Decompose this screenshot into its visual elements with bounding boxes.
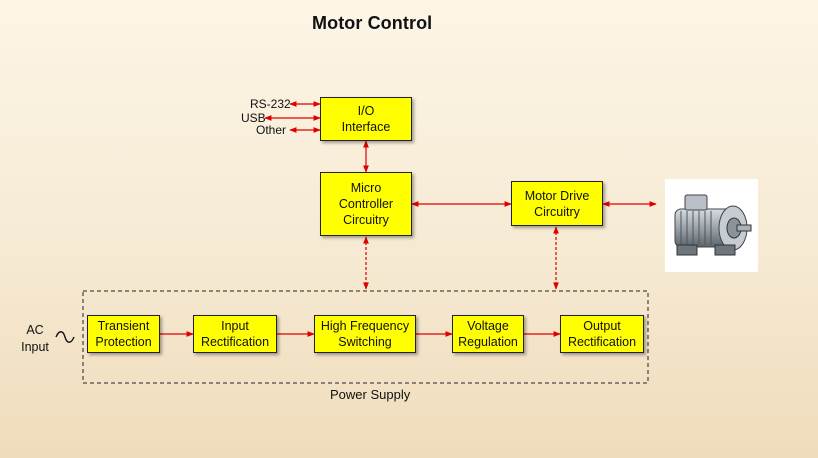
port-label-usb: USB	[241, 111, 266, 125]
ac-sine-icon	[55, 331, 75, 343]
electric-motor-icon	[674, 194, 752, 256]
input-rectification-box: Input Rectification	[193, 315, 277, 353]
output-rectification-box: Output Rectification	[560, 315, 644, 353]
port-label-other: Other	[256, 123, 287, 137]
io-interface-box: I/O Interface	[320, 97, 412, 141]
port-label-rs232: RS-232	[250, 97, 291, 111]
voltage-regulation-box: Voltage Regulation	[452, 315, 524, 353]
diagram-title: Motor Control	[312, 13, 433, 33]
motor-image	[665, 179, 758, 272]
power-supply-container	[82, 290, 649, 384]
micro-controller-box: Micro Controller Circuitry	[320, 172, 412, 236]
transient-protection-box: Transient Protection	[87, 315, 160, 353]
motor-drive-box: Motor Drive Circuitry	[511, 181, 603, 226]
high-frequency-switching-box: High Frequency Switching	[314, 315, 416, 353]
ac-input-label: AC Input	[21, 323, 49, 354]
power-supply-label: Power Supply	[330, 387, 411, 402]
